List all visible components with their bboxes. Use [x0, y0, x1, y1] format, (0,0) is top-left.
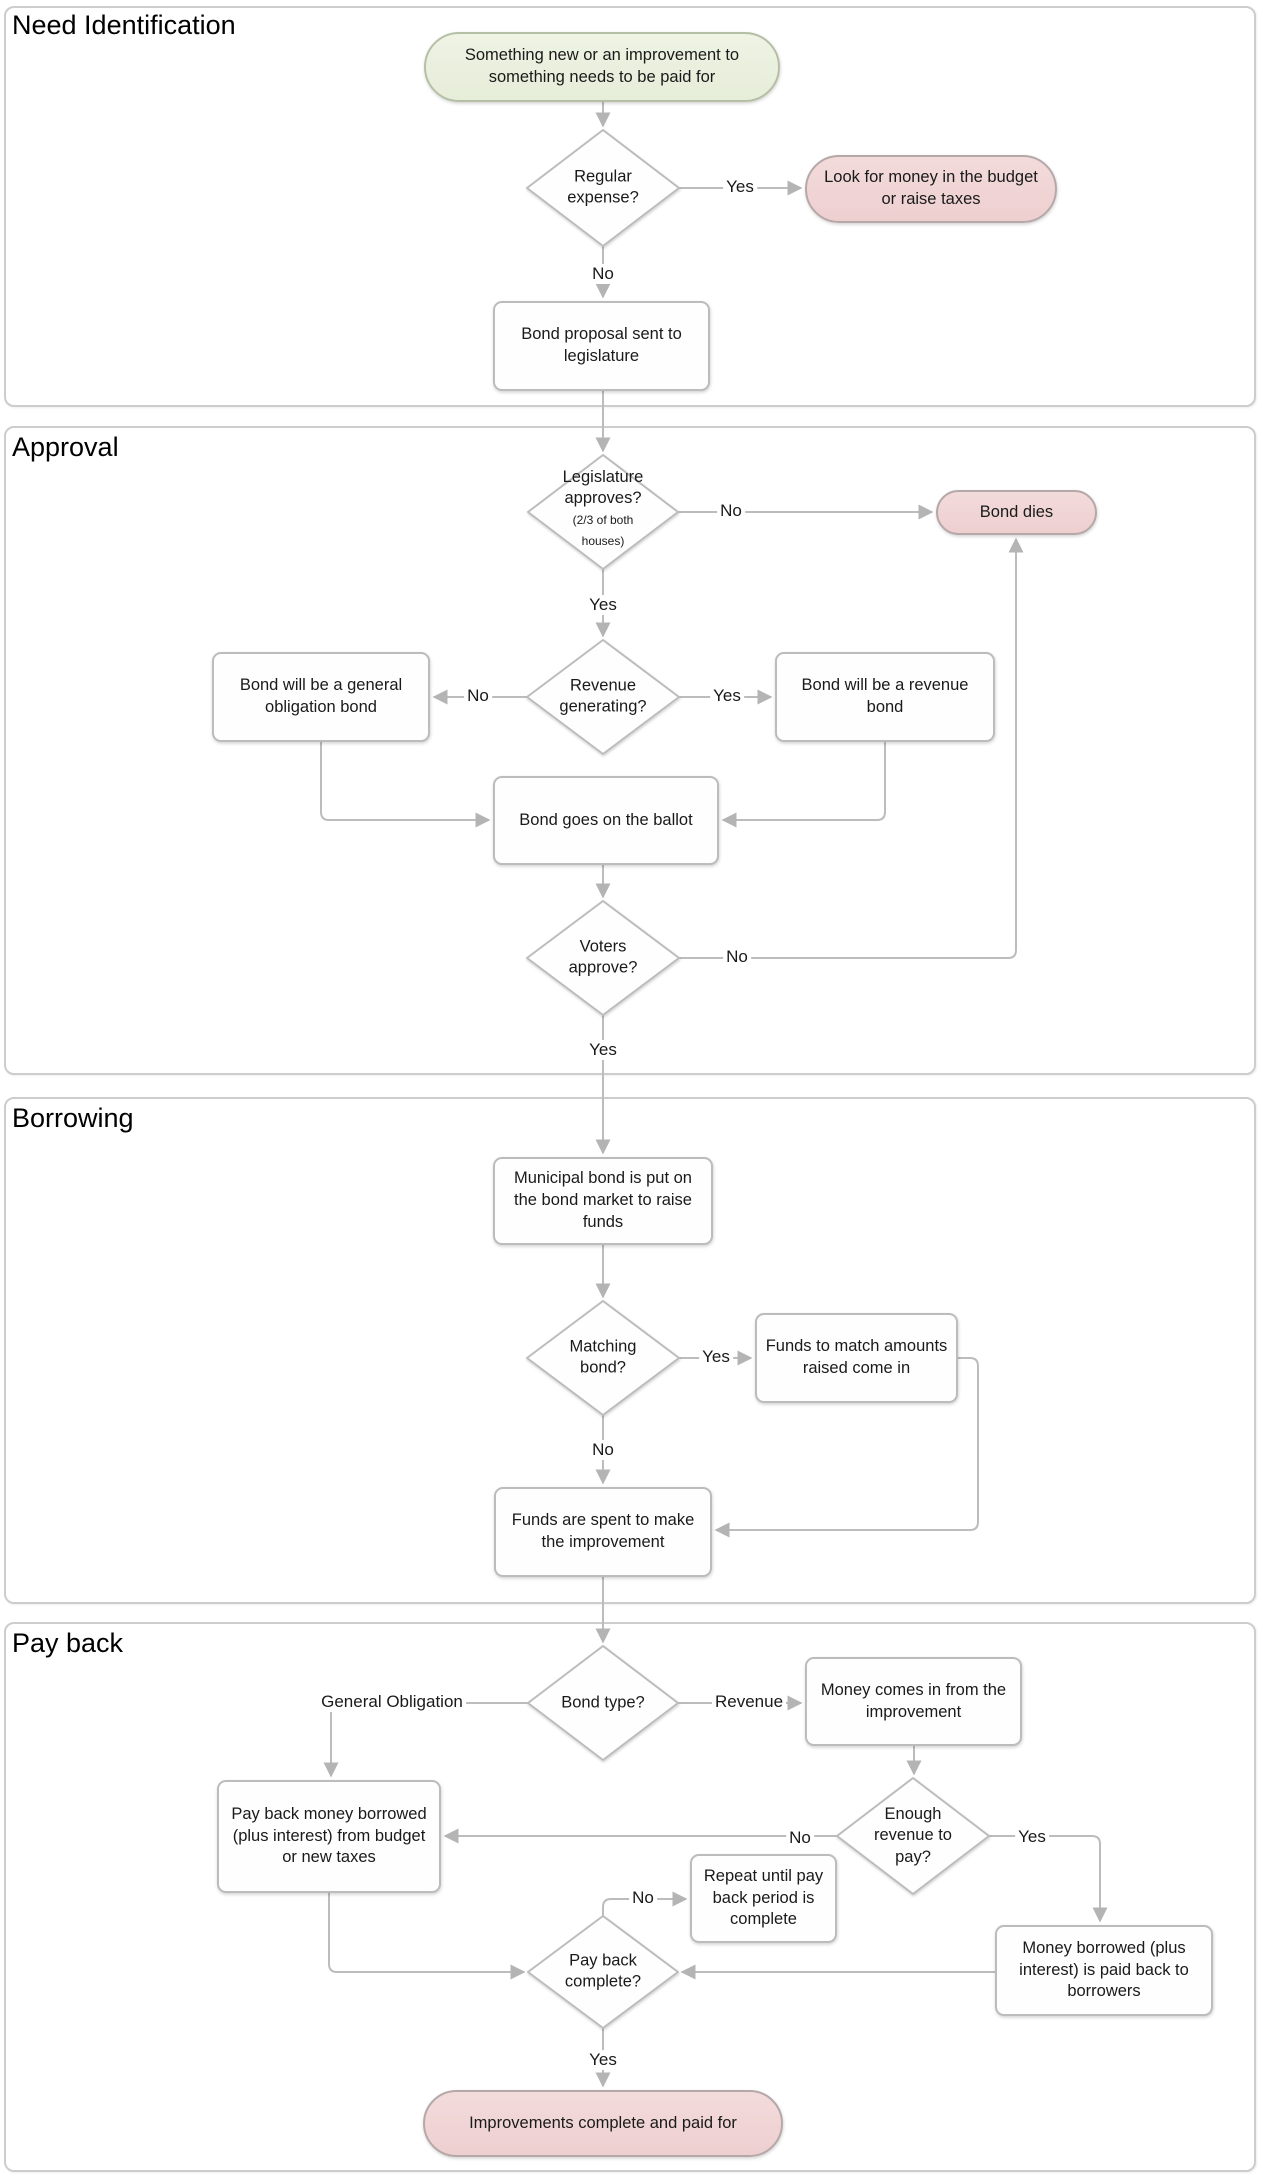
decision-voters-approve-shape	[526, 900, 680, 1016]
decision-legislature-approves-main: Legislature approves?	[562, 467, 644, 508]
node-funds-match: Funds to match amounts raised come in	[755, 1313, 958, 1403]
edge-label-matching-yes: Yes	[699, 1347, 733, 1367]
node-funds-spent: Funds are spent to make the improvement	[494, 1487, 712, 1577]
decision-voters-approve-label: Voters approve?	[568, 937, 638, 977]
decision-bond-type-shape	[527, 1645, 679, 1761]
decision-matching-bond-label: Matching bond?	[569, 1337, 637, 1377]
edge-label-enough-yes: Yes	[1015, 1827, 1049, 1847]
edge-label-bond-type-revenue: Revenue	[711, 1692, 787, 1712]
connector-match-loop	[714, 1357, 979, 1538]
node-improvements-complete: Improvements complete and paid for	[423, 2090, 783, 2157]
edge-label-legislature-yes: Yes	[586, 595, 620, 615]
connector-rev-bond-to-ballot	[721, 742, 886, 828]
decision-pay-back-complete-shape	[527, 1915, 679, 2029]
node-look-for-money: Look for money in the budget or raise ta…	[805, 155, 1057, 223]
decision-revenue-generating-shape	[526, 639, 680, 755]
lane-title-pay-back: Pay back	[12, 1628, 124, 1658]
connector-complete-no	[602, 1891, 688, 1916]
edge-label-payback-yes: Yes	[586, 2050, 620, 2070]
connector-paybackmoney-to-complete	[328, 1893, 526, 1980]
node-start: Something new or an improvement to somet…	[424, 32, 780, 102]
edge-label-legislature-no: No	[717, 501, 745, 521]
decision-legislature-approves-label: Legislature approves? (2/3 of both house…	[542, 467, 664, 553]
edge-label-voters-yes: Yes	[586, 1040, 620, 1060]
node-municipal-bond-market: Municipal bond is put on the bond market…	[493, 1157, 713, 1245]
node-revenue-bond: Bond will be a revenue bond	[775, 652, 995, 742]
node-general-obligation-bond: Bond will be a general obligation bond	[212, 652, 430, 742]
connector-bondtype-general	[323, 1702, 528, 1778]
connector-go-bond-to-ballot	[320, 742, 491, 828]
decision-regular-expense-label: Regular expense?	[567, 167, 639, 207]
edge-label-matching-no: No	[589, 1440, 617, 1460]
decision-enough-revenue-shape	[836, 1777, 990, 1895]
decision-legislature-approves-shape	[527, 454, 679, 570]
node-money-comes-in: Money comes in from the improvement	[805, 1657, 1022, 1746]
decision-legislature-approves-sub: (2/3 of both houses)	[572, 512, 634, 549]
edge-label-payback-no: No	[629, 1888, 657, 1908]
edge-label-voters-no: No	[723, 947, 751, 967]
decision-bond-type-label: Bond type?	[561, 1693, 645, 1712]
edge-label-regular-yes: Yes	[723, 177, 757, 197]
edge-label-enough-no: No	[786, 1828, 814, 1848]
edge-label-regular-no: No	[589, 264, 617, 284]
decision-matching-bond-shape	[526, 1300, 680, 1416]
connector-voters-no	[679, 537, 1024, 959]
connector-enough-yes	[989, 1835, 1108, 1923]
node-pay-back-money: Pay back money borrowed (plus interest) …	[217, 1780, 441, 1893]
decision-revenue-generating-label: Revenue generating?	[559, 676, 647, 716]
lane-title-approval: Approval	[12, 432, 119, 462]
lane-title-borrowing: Borrowing	[12, 1103, 134, 1133]
node-bond-dies: Bond dies	[936, 490, 1097, 535]
decision-regular-expense-shape	[526, 129, 680, 247]
edge-label-bond-type-general: General Obligation	[318, 1692, 466, 1712]
lane-title-need-identification: Need Identification	[12, 10, 236, 40]
node-repeat-until: Repeat until pay back period is complete	[690, 1854, 837, 1943]
decision-pay-back-complete-label: Pay back complete?	[564, 1951, 642, 1991]
edge-label-revenue-gen-yes: Yes	[710, 686, 744, 706]
node-money-paid-back: Money borrowed (plus interest) is paid b…	[995, 1925, 1213, 2016]
edge-label-revenue-gen-no: No	[464, 686, 492, 706]
decision-enough-revenue-label: Enough revenue to pay?	[874, 1804, 952, 1866]
node-bond-proposal: Bond proposal sent to legislature	[493, 301, 710, 391]
node-bond-ballot: Bond goes on the ballot	[493, 776, 719, 865]
